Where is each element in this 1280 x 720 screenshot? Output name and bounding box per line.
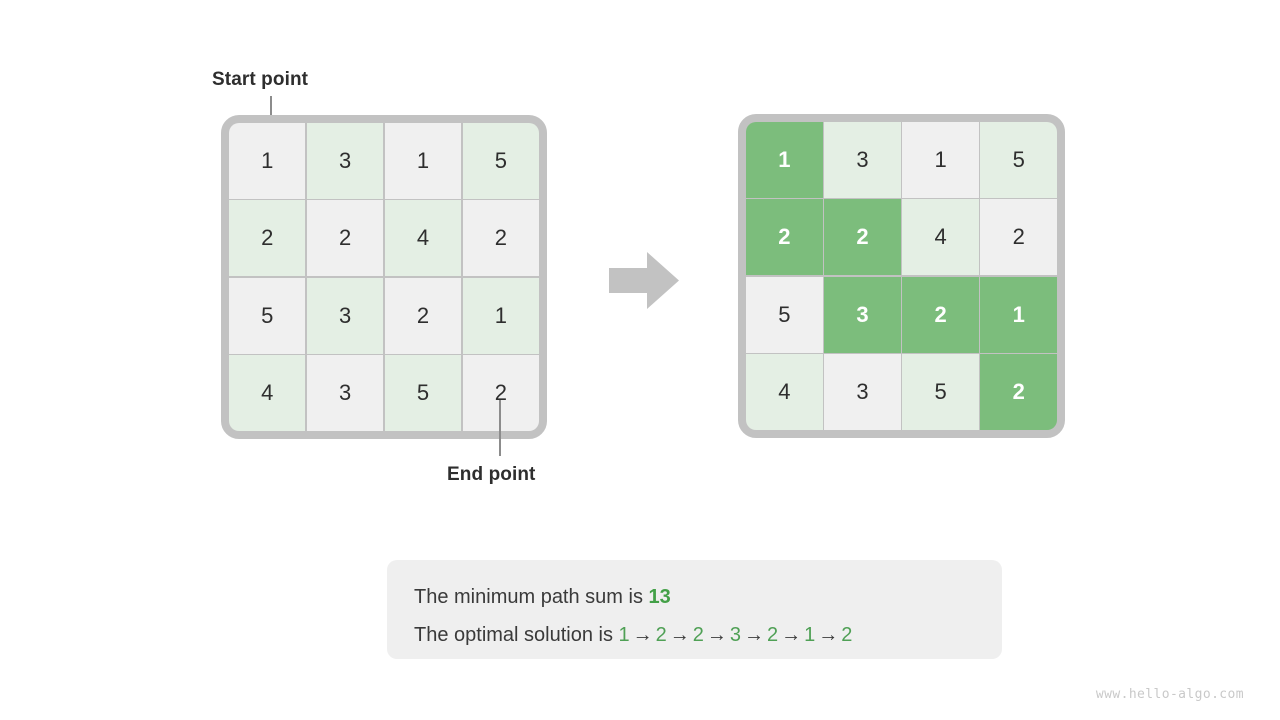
solution-grid-cell-r0-c0: 1: [746, 122, 823, 198]
input-grid-cell-r1-c1: 2: [306, 200, 384, 277]
input-grid-cell-r2-c2: 2: [384, 277, 462, 354]
solution-grid-cell-r2-c0: 5: [746, 276, 823, 353]
end-point-leader-line: [499, 400, 501, 456]
solution-grid-cell-r1-c3: 2: [980, 199, 1057, 276]
solution-path-arrow: →: [669, 624, 690, 646]
optimal-solution-line: The optimal solution is 1→2→2→3→2→1→2: [414, 616, 1002, 654]
solution-path-step-6: 2: [841, 624, 853, 646]
solution-path-arrow: →: [744, 624, 765, 646]
solution-path-step-4: 2: [767, 624, 779, 646]
minimum-path-sum-text: The minimum path sum is: [414, 586, 649, 608]
solution-path-arrow: →: [818, 624, 839, 646]
site-watermark: www.hello-algo.com: [1095, 687, 1244, 702]
input-grid-cell-r3-c3: 2: [462, 355, 539, 431]
solution-grid-cell-r0-c2: 1: [902, 122, 979, 198]
end-point-label: End point: [447, 464, 536, 485]
solution-path-step-2: 2: [692, 624, 704, 646]
solution-path-step-0: 1: [618, 624, 630, 646]
optimal-solution-sequence: 1→2→2→3→2→1→2: [619, 624, 853, 646]
input-grid-cell-r2-c0: 5: [229, 277, 306, 354]
solution-path-step-1: 2: [655, 624, 667, 646]
minimum-path-sum-value: 13: [648, 586, 671, 608]
solution-grid-cell-r1-c2: 4: [902, 199, 979, 276]
input-grid-cell-r2-c1: 3: [306, 277, 384, 354]
solution-path-step-5: 1: [804, 624, 816, 646]
solution-path-arrow: →: [706, 624, 727, 646]
input-grid-cell-r1-c3: 2: [462, 200, 539, 277]
input-grid-cell-r1-c2: 4: [384, 200, 462, 277]
input-grid-cell-r3-c2: 5: [384, 355, 462, 431]
solution-grid-cell-r2-c3: 1: [980, 276, 1057, 353]
solution-grid-cell-r3-c3: 2: [980, 354, 1057, 430]
input-grid-cell-r1-c0: 2: [229, 200, 306, 277]
input-grid-cell-r3-c0: 4: [229, 355, 306, 431]
solution-path-arrow: →: [781, 624, 802, 646]
solution-path-arrow: →: [632, 624, 653, 646]
input-grid-cell-r0-c2: 1: [384, 123, 462, 199]
optimal-solution-text: The optimal solution is: [414, 624, 619, 646]
input-grid-cell-r2-c3: 1: [462, 277, 539, 354]
input-grid-cell-r0-c1: 3: [306, 123, 384, 199]
solution-grid-cell-r0-c1: 3: [824, 122, 901, 198]
solution-grid-cell-r3-c0: 4: [746, 354, 823, 430]
result-panel: The minimum path sum is 13 The optimal s…: [387, 560, 1002, 659]
input-grid-cell-r3-c1: 3: [306, 355, 384, 431]
solution-path-step-3: 3: [729, 624, 742, 646]
solution-grid-cell-r3-c2: 5: [902, 354, 979, 430]
minimum-path-sum-line: The minimum path sum is 13: [414, 578, 1002, 616]
solution-grid-cell-r3-c1: 3: [824, 354, 901, 430]
solution-grid-cell-r2-c2: 2: [902, 276, 979, 353]
solution-grid-cell-r1-c1: 2: [824, 199, 901, 276]
solution-grid-cell-r1-c0: 2: [746, 199, 823, 276]
input-grid-cell-r0-c0: 1: [229, 123, 306, 199]
solution-grid-cell-r0-c3: 5: [980, 122, 1057, 198]
solution-grid-cell-r2-c1: 3: [824, 276, 901, 353]
input-grid-cell-r0-c3: 5: [462, 123, 539, 199]
transition-arrow-icon: [609, 252, 679, 309]
start-point-label: Start point: [212, 69, 309, 90]
